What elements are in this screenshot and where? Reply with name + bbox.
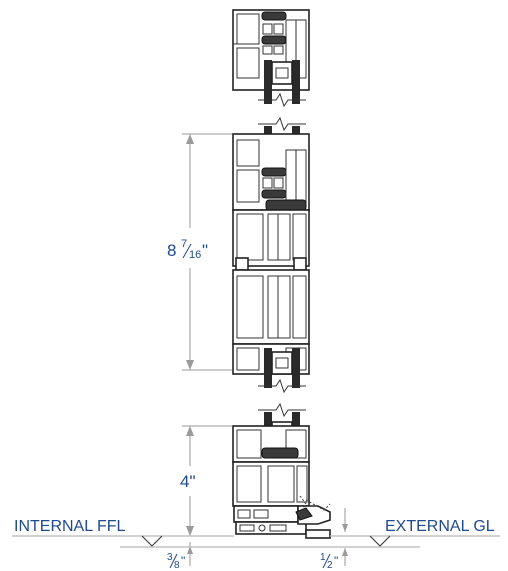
middle-sash-profile	[232, 209, 310, 271]
internal-ffl-label: INTERNAL FFL	[14, 518, 126, 535]
break-symbol	[258, 378, 306, 394]
upper-dimension-line	[182, 133, 232, 371]
lower-dimension-label: 4"	[180, 472, 196, 491]
svg-text:": "	[202, 241, 208, 260]
lower-glazing-unit	[264, 348, 300, 388]
middle-mullion-profile	[232, 269, 310, 345]
break-symbol	[258, 116, 306, 132]
threshold-right-dimension	[342, 508, 348, 566]
internal-ffl-marker-icon	[141, 535, 163, 547]
lower-dimension-line	[182, 425, 232, 536]
svg-text:8: 8	[167, 241, 176, 260]
upper-glazing-unit	[264, 60, 300, 104]
external-gl-marker-icon	[369, 535, 391, 547]
svg-text:16: 16	[189, 249, 201, 261]
threshold-left-dimension-label: 3 8 "	[167, 552, 185, 571]
transom-profile	[232, 133, 310, 211]
svg-text:": "	[334, 554, 338, 568]
threshold-right-dimension-label: 1 2 "	[320, 552, 338, 571]
svg-text:7: 7	[181, 238, 187, 250]
door-bottom-rail-profile	[232, 425, 310, 507]
threshold-left-dimension	[187, 542, 193, 566]
svg-text:8: 8	[174, 560, 180, 571]
break-symbol	[258, 402, 306, 418]
external-gl-label: EXTERNAL GL	[385, 518, 495, 535]
threshold-profile	[233, 495, 331, 539]
break-symbol	[258, 92, 306, 108]
svg-text:3: 3	[167, 552, 173, 563]
svg-text:1: 1	[320, 552, 326, 563]
upper-dimension-label: 8 7 16 "	[167, 238, 208, 261]
svg-text:": "	[181, 554, 185, 568]
svg-text:2: 2	[327, 560, 333, 571]
